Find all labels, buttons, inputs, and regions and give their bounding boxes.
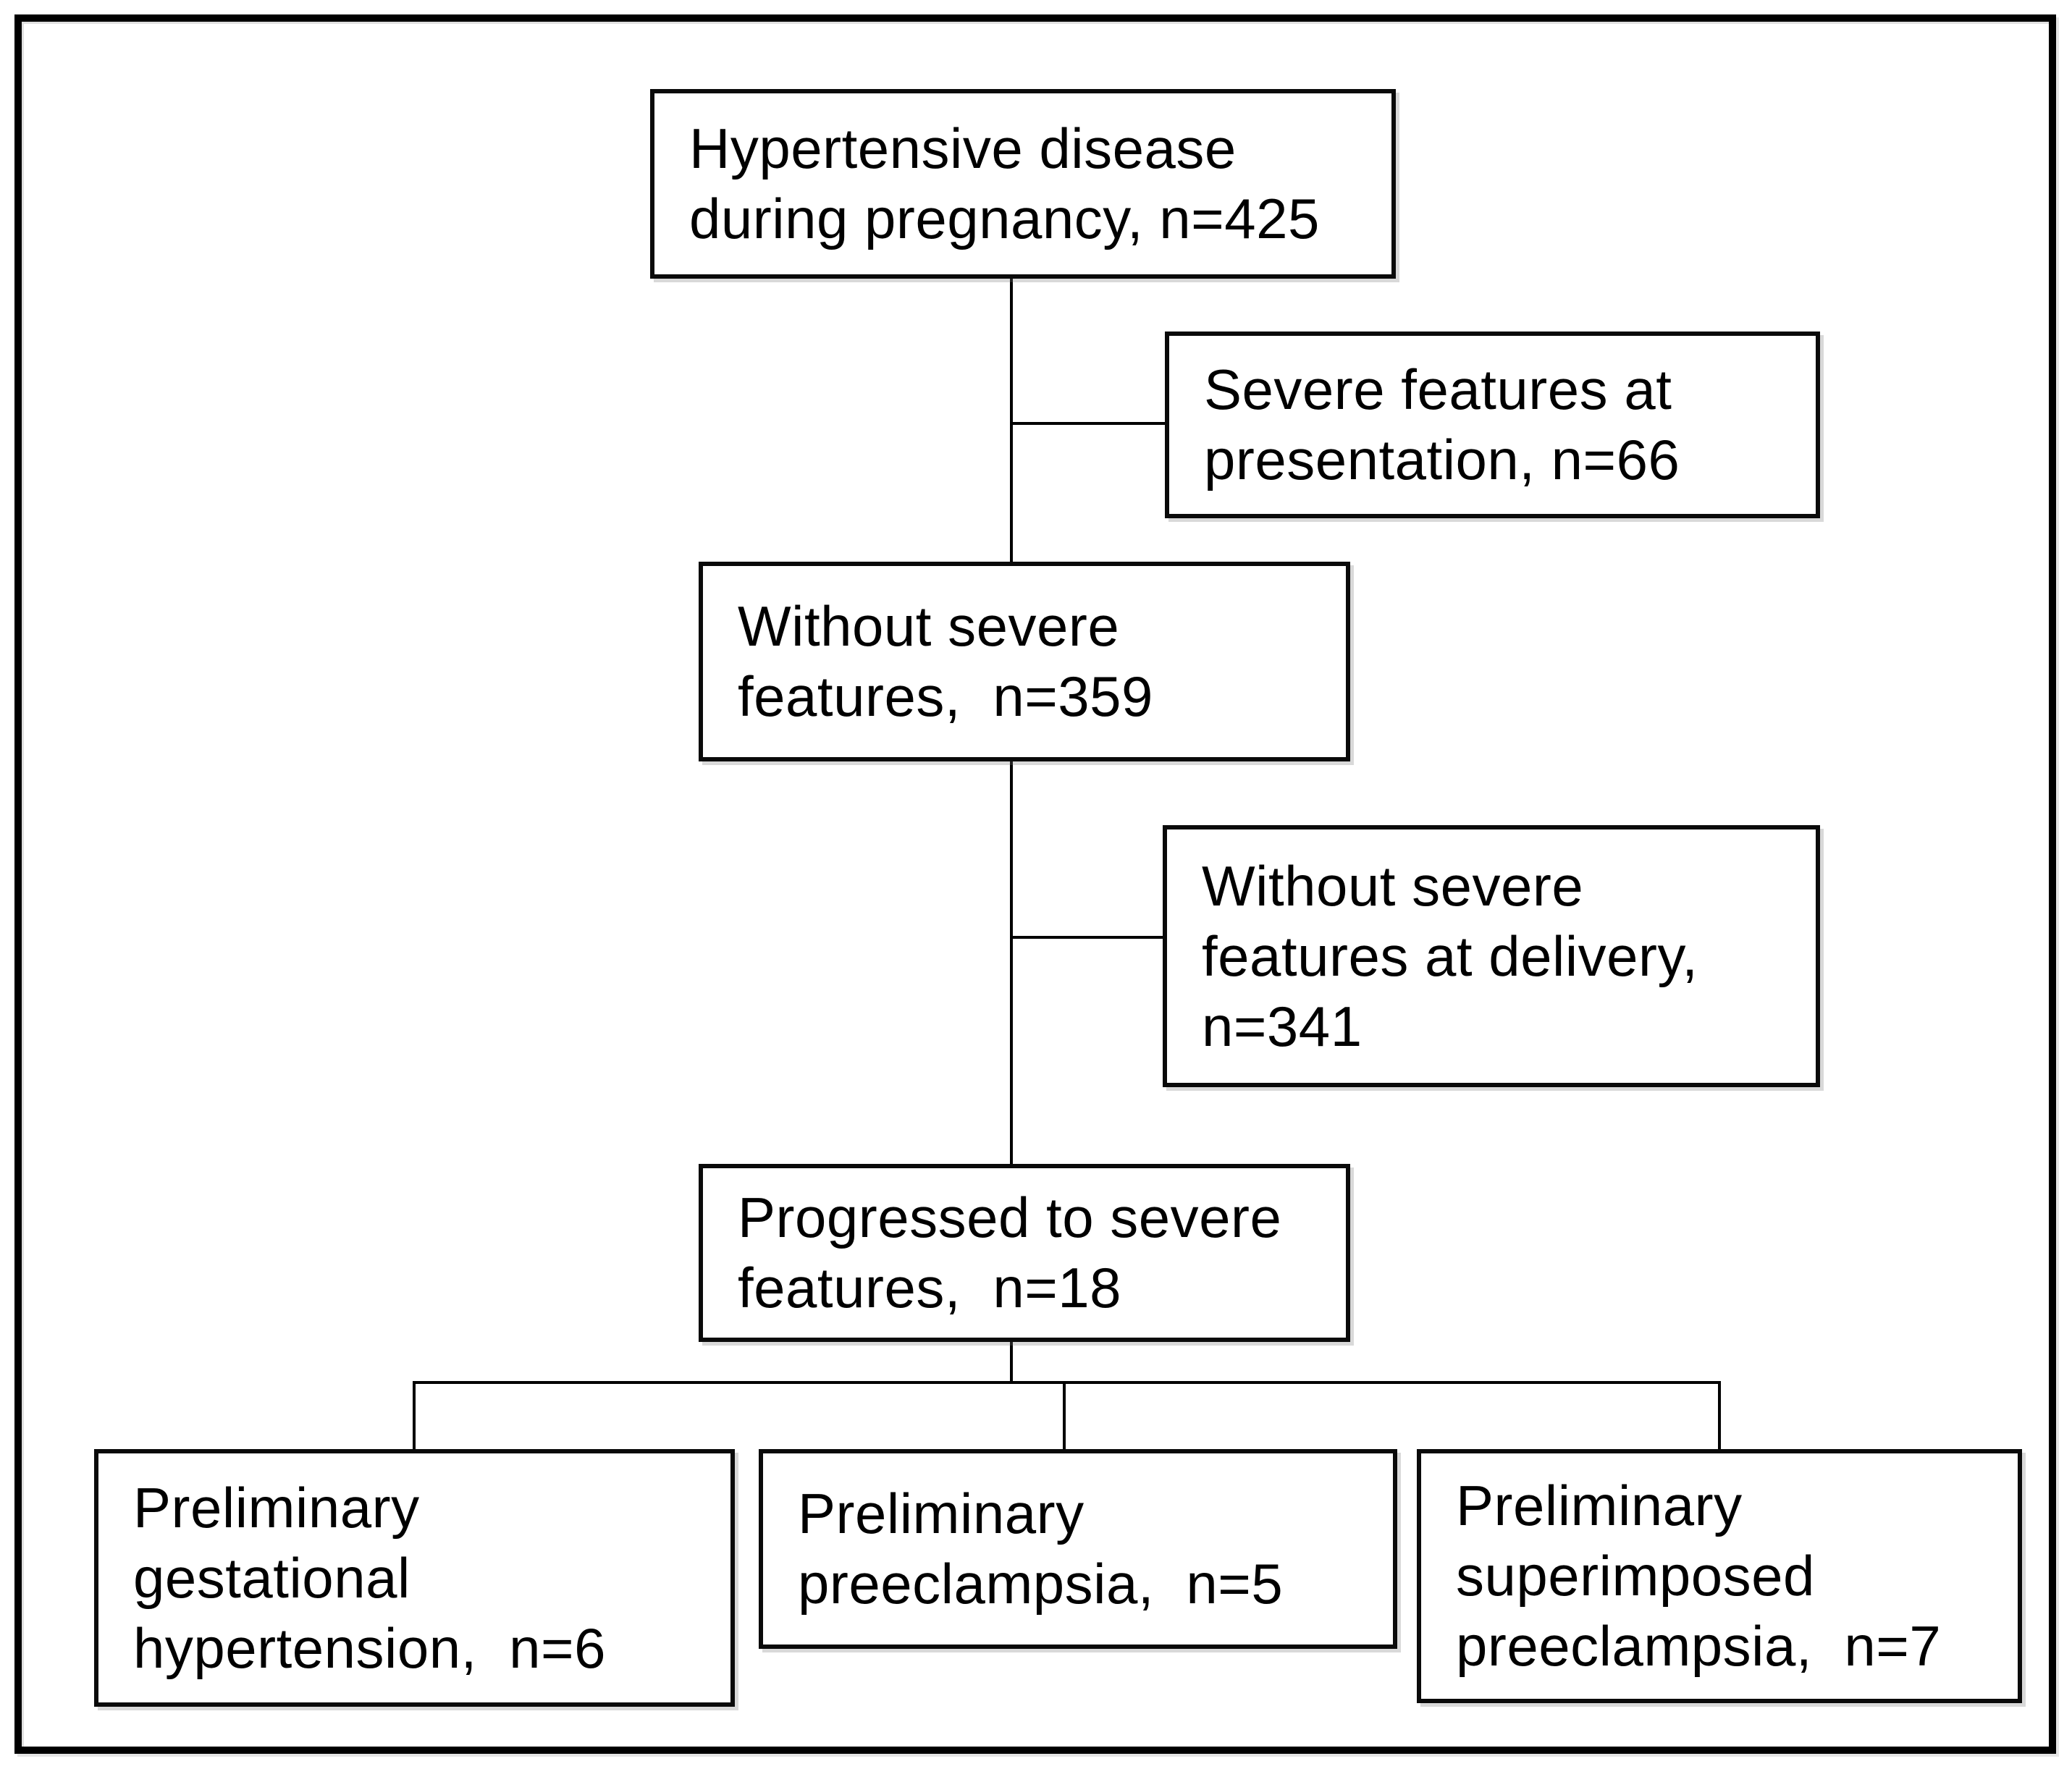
node-preliminary-superimposed-preeclampsia: Preliminary superimposed preeclampsia, n… <box>1417 1449 2022 1703</box>
connector-stub-gestational-hypertension <box>413 1381 416 1452</box>
connector-progressed-to-distribution <box>1010 1339 1013 1384</box>
connector-distribution-line <box>413 1381 1721 1384</box>
connector-stub-preeclampsia <box>1063 1381 1066 1452</box>
connector-root-to-without-severe <box>1010 279 1013 565</box>
node-preliminary-preeclampsia: Preliminary preeclampsia, n=5 <box>759 1449 1397 1649</box>
node-preliminary-gestational-hypertension: Preliminary gestational hypertension, n=… <box>94 1449 735 1707</box>
connector-without-severe-to-progressed <box>1010 759 1013 1167</box>
connector-branch-severe-at-presentation <box>1011 422 1168 425</box>
node-hypertensive-disease: Hypertensive disease during pregnancy, n… <box>650 89 1396 279</box>
node-without-severe-features-at-delivery: Without severe features at delivery, n=3… <box>1163 825 1820 1087</box>
connector-stub-superimposed <box>1718 1381 1721 1452</box>
node-severe-features-at-presentation: Severe features at presentation, n=66 <box>1165 332 1820 518</box>
node-without-severe-features: Without severe features, n=359 <box>699 562 1350 761</box>
node-progressed-to-severe-features: Progressed to severe features, n=18 <box>699 1164 1350 1342</box>
connector-branch-without-severe-delivery <box>1011 936 1166 939</box>
